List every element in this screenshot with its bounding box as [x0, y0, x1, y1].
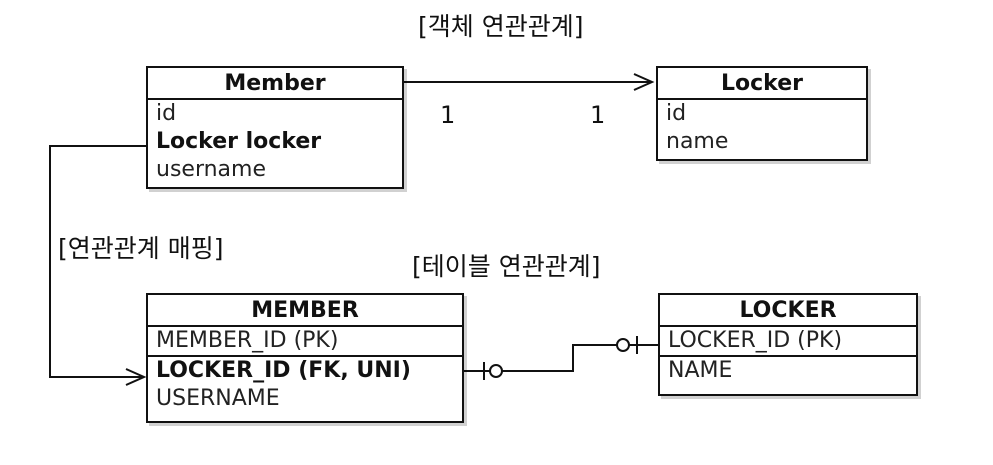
- locker-field-name: name: [666, 129, 729, 154]
- locker-side-zero-circle: [616, 338, 630, 352]
- member-entity-title: Member: [148, 68, 402, 100]
- table-relation-caption: [테이블 연관관계]: [412, 252, 601, 281]
- table-relation-line: [462, 344, 658, 372]
- mapping-arrowhead: [125, 368, 147, 386]
- object-relation-caption: [객체 연관관계]: [418, 12, 584, 41]
- member-locker-arrowhead: [633, 73, 655, 91]
- member-field-locker: Locker locker: [156, 129, 322, 154]
- member-table-title: MEMBER: [148, 295, 462, 327]
- relation-mapping-caption: [연관관계 매핑]: [58, 234, 224, 263]
- member-column-username: USERNAME: [156, 386, 280, 411]
- locker-column-name: NAME: [660, 355, 916, 385]
- member-side-zero-circle: [489, 364, 503, 378]
- cardinality-left: 1: [440, 101, 456, 129]
- locker-table-box: LOCKER LOCKER_ID (PK) NAME: [658, 293, 918, 396]
- locker-column-locker-id: LOCKER_ID (PK): [668, 328, 843, 353]
- cardinality-right: 1: [590, 101, 606, 129]
- member-table-box: MEMBER MEMBER_ID (PK) LOCKER_ID (FK, UNI…: [146, 293, 464, 423]
- member-column-member-id: MEMBER_ID (PK): [156, 328, 339, 353]
- locker-entity-box: Locker id name: [656, 66, 868, 161]
- member-field-username: username: [156, 157, 266, 182]
- member-field-id: id: [156, 101, 177, 126]
- member-entity-box: Member id Locker locker username: [146, 66, 404, 189]
- mapping-line: [49, 145, 146, 378]
- member-column-locker-id: LOCKER_ID (FK, UNI): [148, 355, 462, 385]
- locker-table-title: LOCKER: [660, 295, 916, 327]
- locker-entity-title: Locker: [658, 68, 866, 100]
- locker-field-id: id: [666, 101, 687, 126]
